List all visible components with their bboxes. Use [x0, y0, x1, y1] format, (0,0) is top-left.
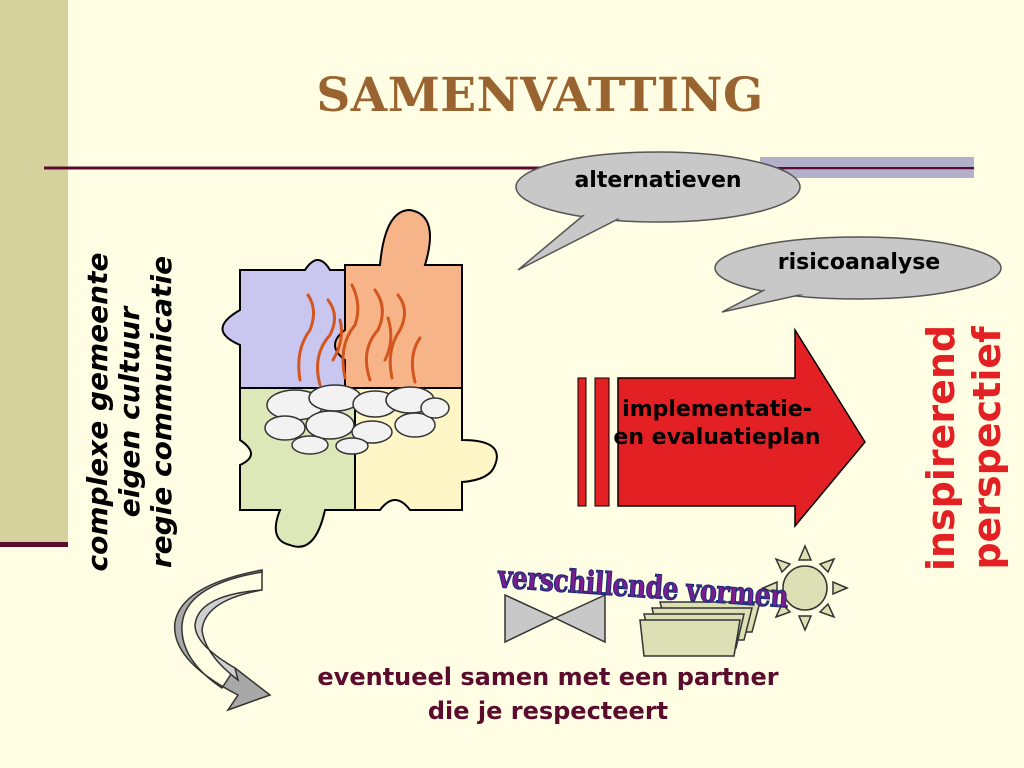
- slide-title: SAMENVATTING: [316, 68, 764, 123]
- bubble-label-alternatives: alternatieven: [574, 168, 742, 193]
- arrow-label-line-2: en evaluatieplan: [613, 425, 821, 450]
- curved-arrow-icon: [173, 569, 272, 712]
- arrow-label-line-1: implementatie-: [622, 397, 812, 422]
- phrase-complex-municipality: complexe gemeente: [81, 252, 114, 572]
- phrase-own-culture: eigen cultuur: [113, 306, 146, 518]
- perspective-line-1: inspirerend: [919, 324, 963, 572]
- caption-line-2: die je respecteert: [427, 697, 669, 725]
- rotated-phrase-group: complexe gemeente eigen cultuur regie co…: [81, 182, 186, 642]
- left-sidebar: [0, 0, 68, 546]
- top-divider: [44, 157, 974, 178]
- bowtie-icon: [504, 593, 606, 644]
- inspiring-perspective-text: inspirerend perspectief: [918, 263, 1022, 633]
- arrow-label: implementatie- en evaluatieplan: [572, 396, 862, 452]
- partner-caption: eventueel samen met een partner die je r…: [248, 660, 848, 728]
- perspective-line-2: perspectief: [965, 326, 1009, 570]
- puzzle-icon: [221, 208, 498, 548]
- stones-icon: [264, 384, 450, 455]
- phrase-directing-communication: regie communicatie: [145, 255, 178, 569]
- bubble-label-risk-analysis: risicoanalyse: [777, 250, 941, 275]
- speech-bubble-icon: [714, 236, 1002, 313]
- sun-icon: [761, 544, 849, 632]
- caption-line-1: eventueel samen met een partner: [317, 663, 779, 691]
- stacked-papers-icon: [639, 601, 761, 657]
- speech-bubble-icon: [515, 151, 801, 271]
- fire-icon: [297, 283, 422, 387]
- sidebar-bottom-rule: [0, 542, 68, 547]
- block-arrow-icon: [577, 327, 866, 529]
